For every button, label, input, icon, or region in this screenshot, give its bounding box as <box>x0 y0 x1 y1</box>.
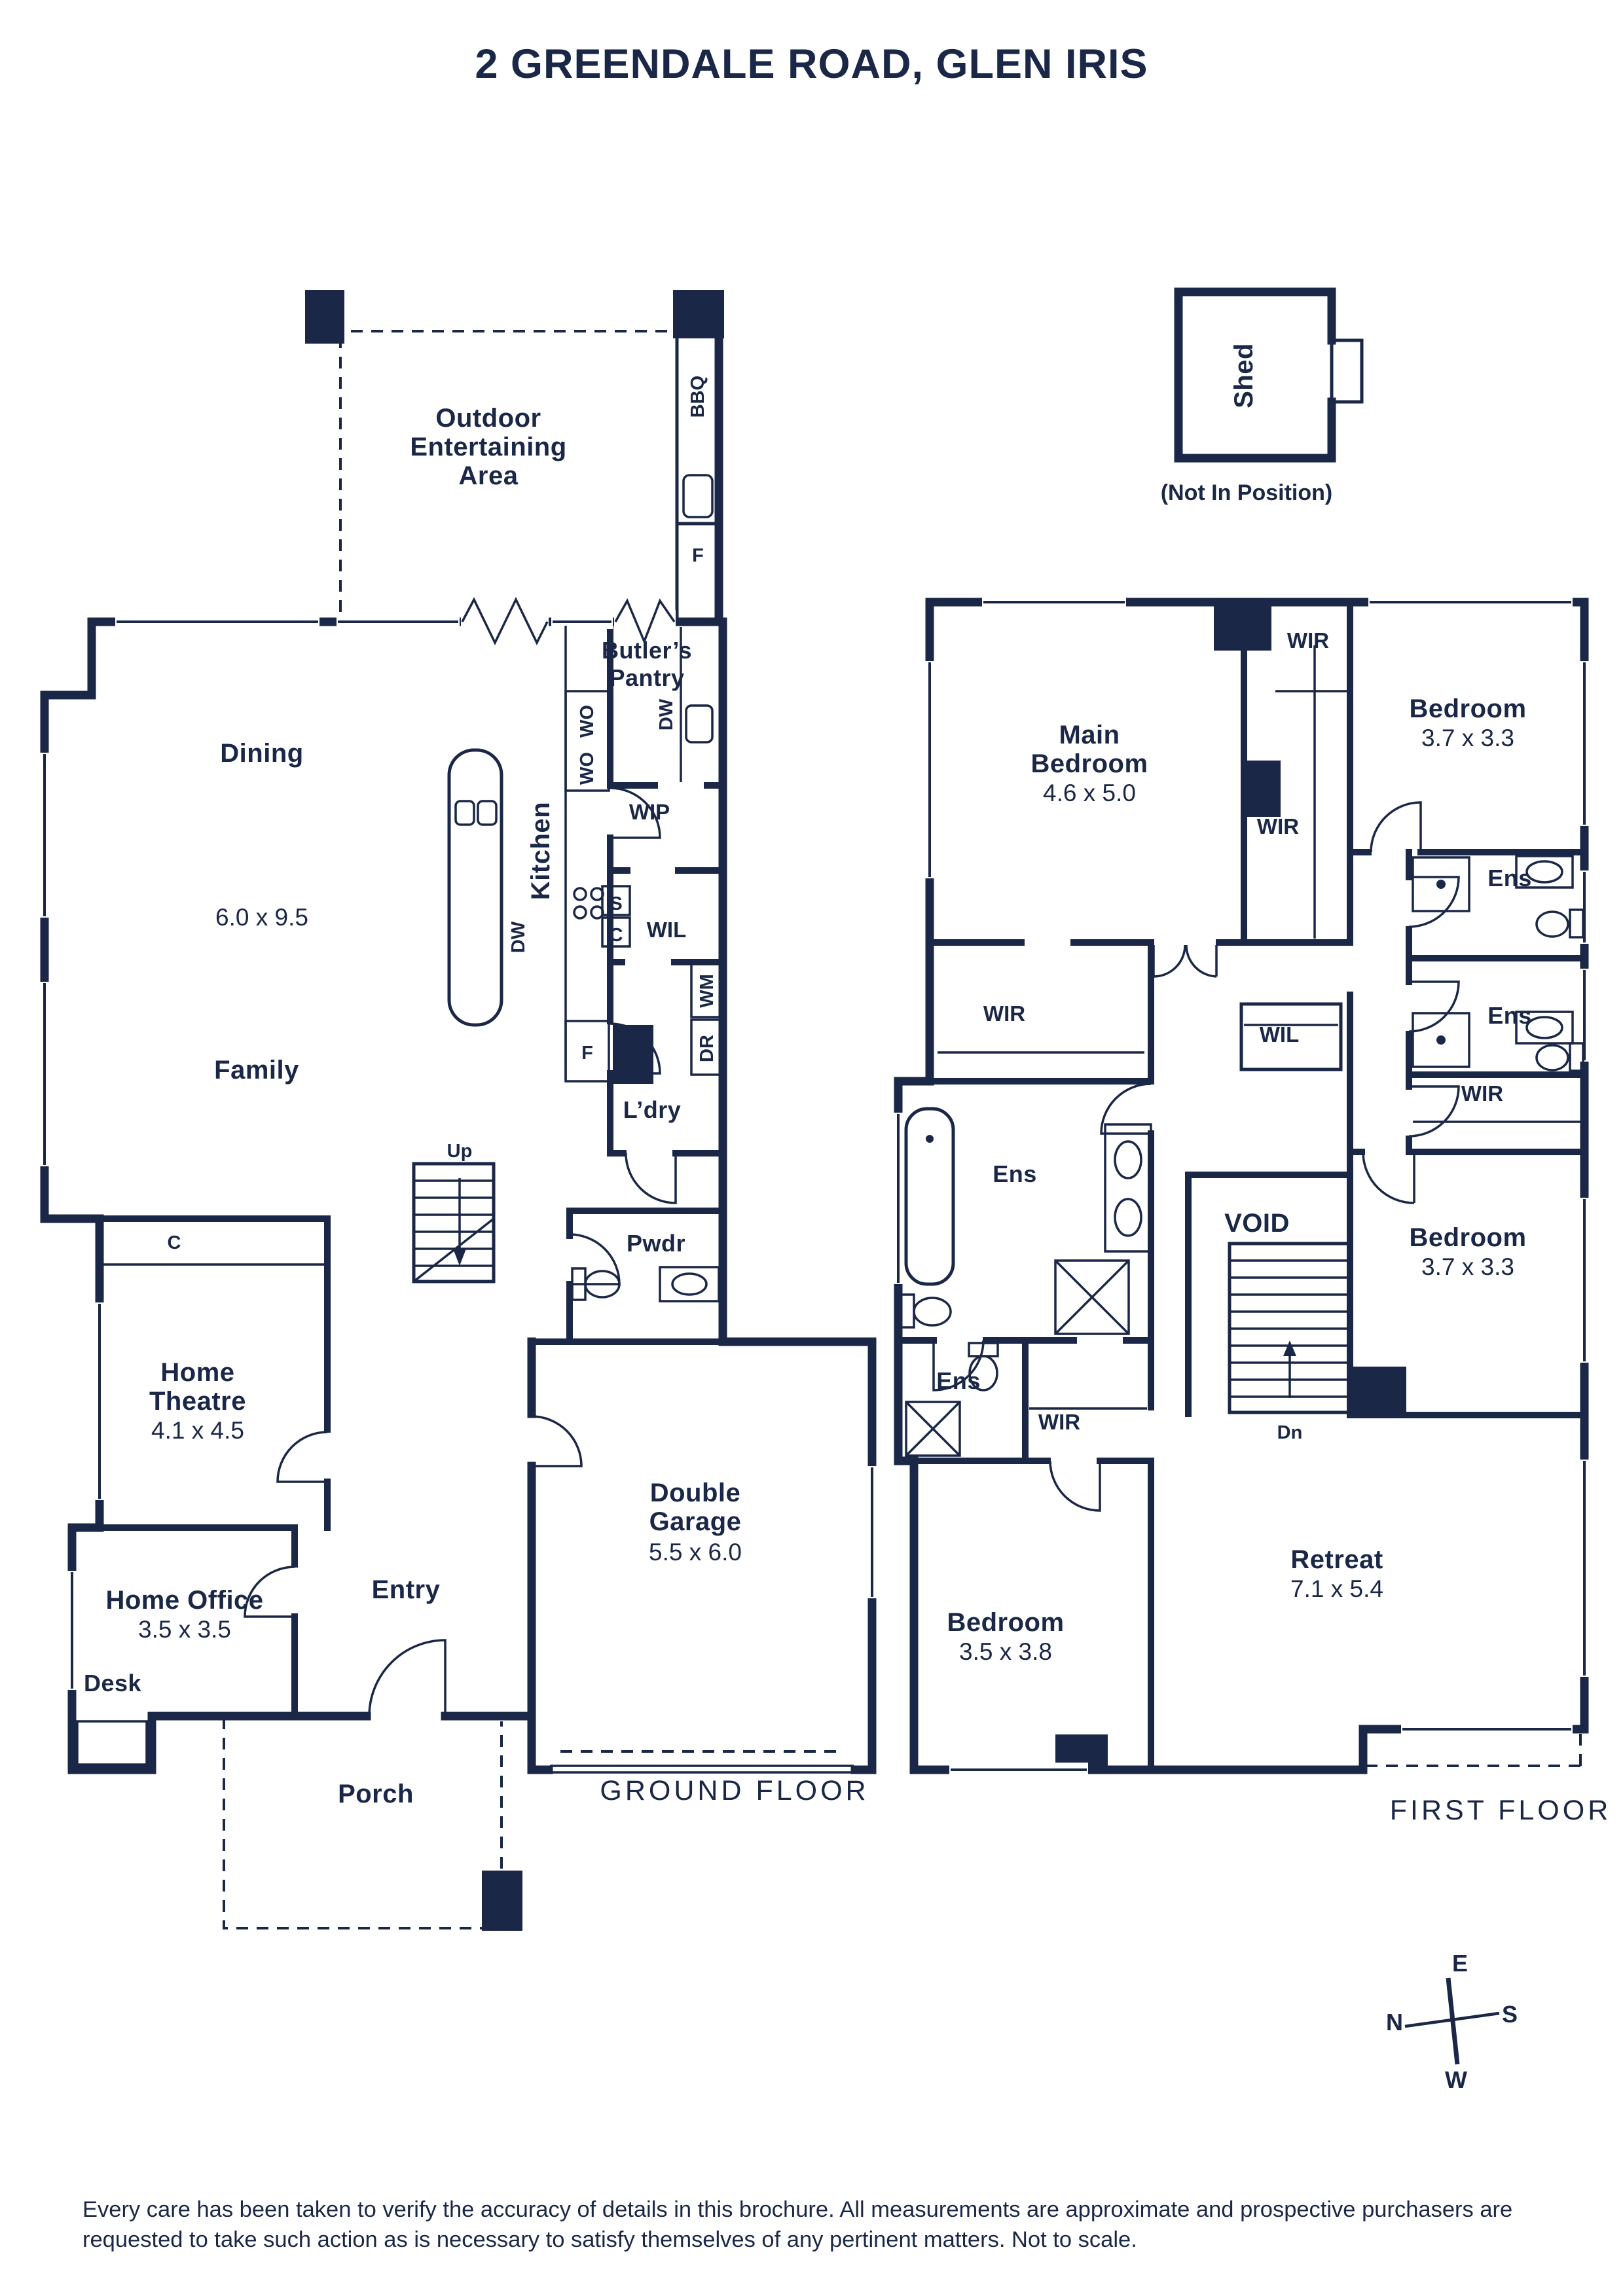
compass-east: E <box>1452 1950 1468 1977</box>
label-garage-dims: 5.5 x 6.0 <box>649 1539 742 1566</box>
label-dishwasher-pantry: DW <box>656 698 677 730</box>
label-garage-line1: Double <box>650 1479 741 1507</box>
label-outdoor-line3: Area <box>459 461 519 490</box>
first-walls <box>894 598 1589 1774</box>
label-ens-lower-left: Ens <box>936 1367 981 1394</box>
label-laundry: L’dry <box>623 1096 682 1123</box>
label-dryer: DR <box>697 1035 718 1062</box>
label-wil-first: WIL <box>1260 1022 1299 1047</box>
label-garage-line2: Garage <box>649 1507 742 1536</box>
label-dishwasher-island: DW <box>508 921 529 953</box>
label-wall-oven-2: WO <box>577 752 598 785</box>
label-main-bedroom-line2: Bedroom <box>1030 749 1148 778</box>
label-stairs-up: Up <box>447 1141 473 1162</box>
label-bedroom-top-right: Bedroom <box>1409 694 1526 723</box>
label-main-bedroom-line1: Main <box>1059 721 1120 749</box>
label-fridge-kitchen: F <box>581 1043 593 1064</box>
label-butlers-pantry-line2: Pantry <box>609 664 684 691</box>
shed-note: (Not In Position) <box>1161 480 1333 505</box>
label-stairs-dn: Dn <box>1277 1422 1303 1443</box>
label-bedroom-mid-right: Bedroom <box>1409 1223 1526 1252</box>
label-home-theatre-dims: 4.1 x 4.5 <box>151 1417 244 1444</box>
page-title: 2 GREENDALE ROAD, GLEN IRIS <box>475 41 1148 87</box>
wall-break-symbols <box>461 596 676 646</box>
ground-walls <box>40 617 877 1774</box>
first-labels: WIR Main Bedroom 4.6 x 5.0 Bedroom 3.7 x… <box>936 628 1612 1826</box>
first-stairs <box>1228 1242 1352 1414</box>
label-retreat: Retreat <box>1290 1545 1383 1574</box>
compass-south: S <box>1502 2001 1518 2028</box>
label-kitchen: Kitchen <box>526 802 555 900</box>
shed: Shed (Not In Position) <box>1161 287 1364 505</box>
ground-fixtures <box>76 626 724 1931</box>
label-home-office-dims: 3.5 x 3.5 <box>138 1616 231 1643</box>
first-floor-plan: WIR Main Bedroom 4.6 x 5.0 Bedroom 3.7 x… <box>891 595 1612 1826</box>
label-powder: Pwdr <box>627 1230 685 1257</box>
label-outdoor-line2: Entertaining <box>410 433 566 461</box>
label-ens-main: Ens <box>993 1160 1037 1187</box>
label-wall-oven-1: WO <box>577 705 598 738</box>
label-shed: Shed <box>1230 343 1258 408</box>
label-bedroom-top-right-dims: 3.7 x 3.3 <box>1421 725 1514 751</box>
ground-windows <box>37 615 879 1690</box>
label-washing-machine: WM <box>697 974 718 1008</box>
label-sink: S <box>610 893 622 914</box>
label-wir-right-strip: WIR <box>1461 1081 1503 1105</box>
label-void: VOID <box>1224 1209 1290 1238</box>
first-floor-title: FIRST FLOOR <box>1390 1795 1612 1826</box>
label-butlers-pantry-line1: Butler’s <box>602 637 692 664</box>
ground-floor-plan: Outdoor Entertaining Area BBQ F Butler’s… <box>37 290 879 1931</box>
ground-labels: Outdoor Entertaining Area BBQ F Butler’s… <box>84 376 869 1808</box>
label-dining-family-dims: 6.0 x 9.5 <box>215 904 308 931</box>
label-porch: Porch <box>338 1780 414 1808</box>
label-wir-main: WIR <box>1257 814 1299 838</box>
label-ens-top-right: Ens <box>1487 865 1532 891</box>
label-desk: Desk <box>84 1670 142 1696</box>
first-fixtures <box>900 645 1584 1457</box>
label-bbq: BBQ <box>687 376 708 418</box>
label-dining: Dining <box>220 739 303 768</box>
label-fridge-bbq: F <box>692 545 704 566</box>
first-windows <box>891 595 1592 1777</box>
compass-west: W <box>1445 2066 1467 2093</box>
label-main-bedroom-dims: 4.6 x 5.0 <box>1043 780 1136 806</box>
label-ens-mid-right: Ens <box>1487 1002 1532 1029</box>
ground-outdoor-area <box>305 290 724 625</box>
label-home-theatre-line1: Home <box>160 1358 234 1387</box>
label-home-office: Home Office <box>105 1586 263 1615</box>
first-doors <box>932 801 1460 1512</box>
label-cupboard-kitchen: C <box>610 925 623 946</box>
ground-floor-title: GROUND FLOOR <box>600 1775 869 1806</box>
label-bedroom-lower-left: Bedroom <box>947 1608 1064 1637</box>
label-bedroom-lower-left-dims: 3.5 x 3.8 <box>959 1638 1052 1665</box>
compass: E S W N <box>1386 1950 1518 2093</box>
label-closet-theatre: C <box>168 1232 181 1253</box>
label-home-theatre-line2: Theatre <box>149 1387 246 1416</box>
label-wil-ground: WIL <box>647 918 686 942</box>
label-wir-top: WIR <box>1287 628 1329 653</box>
disclaimer-text: Every care has been taken to verify the … <box>82 2197 1513 2252</box>
label-entry: Entry <box>372 1575 441 1604</box>
label-bedroom-mid-right-dims: 3.7 x 3.3 <box>1421 1253 1514 1280</box>
label-wir-left: WIR <box>983 1001 1025 1026</box>
label-wip: WIP <box>629 800 670 824</box>
label-retreat-dims: 7.1 x 5.4 <box>1290 1575 1383 1602</box>
label-outdoor-line1: Outdoor <box>435 404 541 433</box>
label-wir-lower-left: WIR <box>1038 1410 1080 1434</box>
label-family: Family <box>214 1056 299 1085</box>
ground-stairs <box>412 1162 496 1283</box>
compass-north: N <box>1386 2009 1403 2036</box>
